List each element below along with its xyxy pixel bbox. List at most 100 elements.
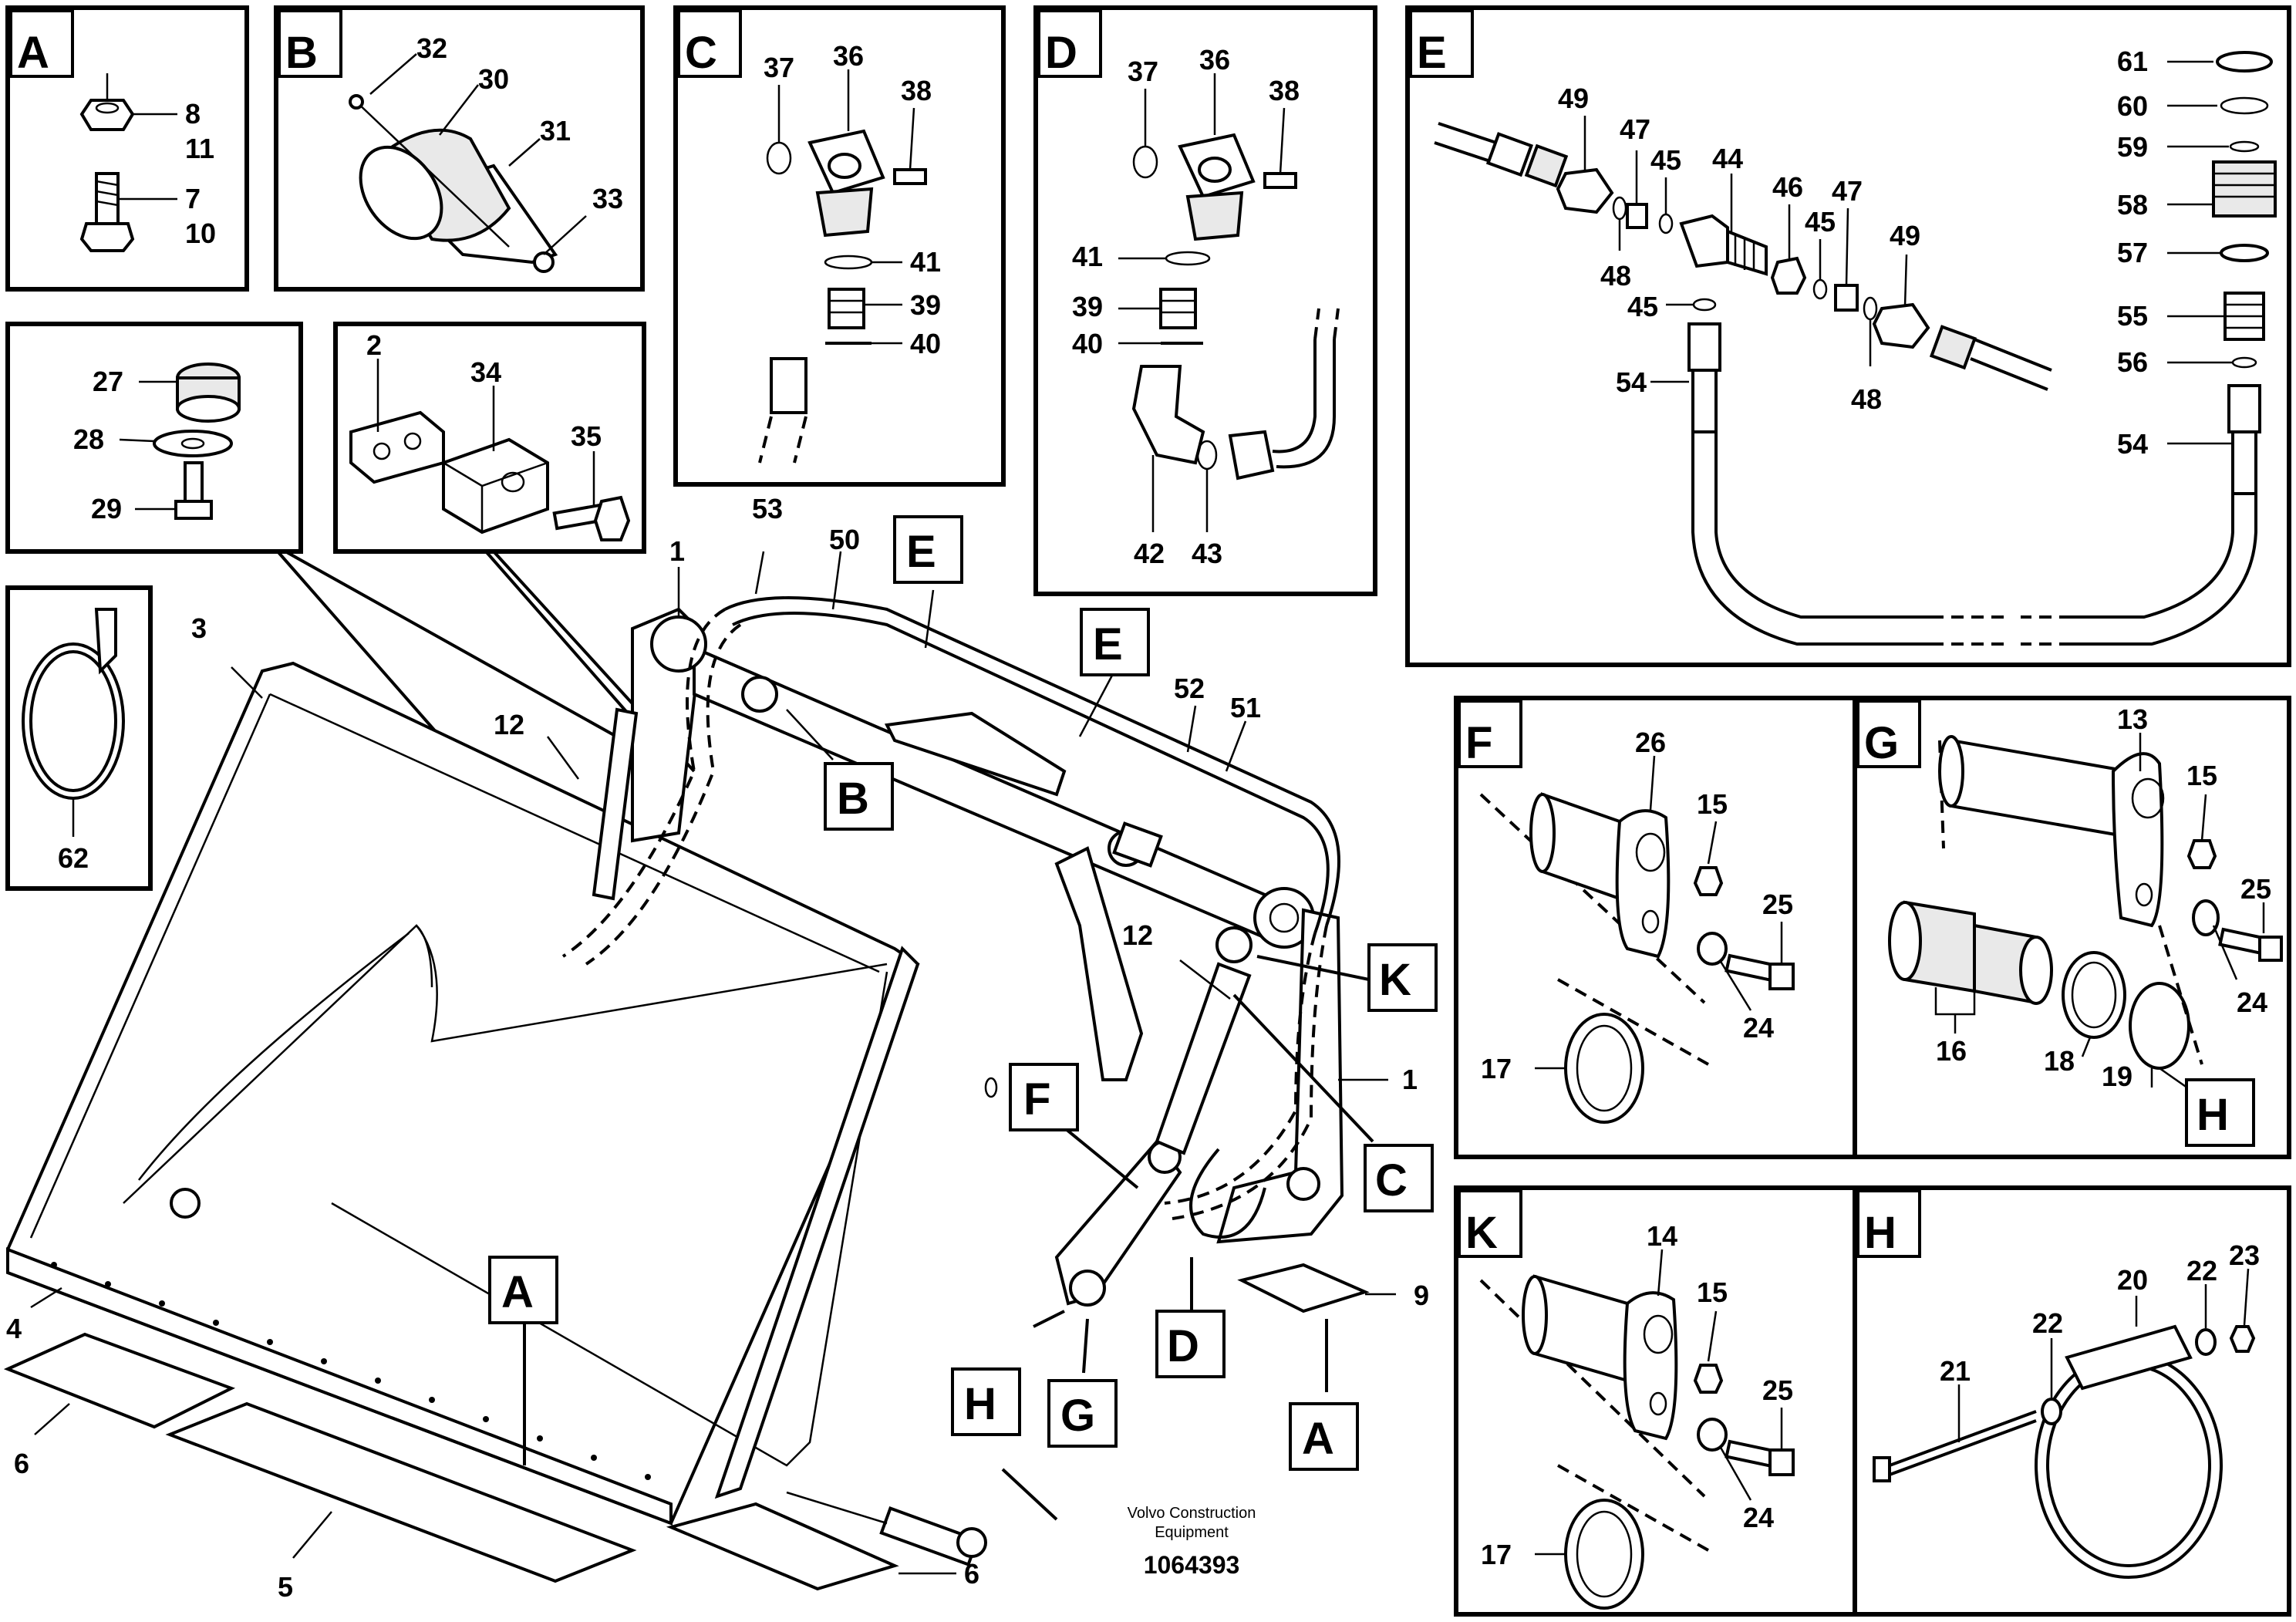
label-40: 40: [1072, 328, 1103, 359]
cutting-edge-holes: [51, 1262, 651, 1480]
label-56: 56: [2117, 346, 2148, 378]
label-9: 9: [1414, 1280, 1429, 1311]
panel-d-letter: D: [1045, 28, 1077, 78]
label-22: 22: [2032, 1307, 2063, 1339]
panel-h: H 23 22 20 22 21: [1853, 1185, 2291, 1617]
panel-k-letter: K: [1465, 1208, 1498, 1258]
label-7: 7: [185, 183, 201, 214]
label-37: 37: [764, 52, 794, 83]
panel-tie: 62: [5, 585, 153, 891]
label-36: 36: [833, 40, 864, 72]
label-25: 25: [1762, 889, 1793, 920]
label-2: 2: [366, 329, 382, 361]
panel-c: C 37 36 38 41 39 40: [673, 5, 1006, 487]
label-17: 17: [1481, 1539, 1512, 1570]
panel-cap: 27 28 29: [5, 322, 303, 554]
panel-clamp: 2 34 35: [333, 322, 646, 554]
callout-h: H: [964, 1379, 996, 1429]
footer: Volvo Construction Equipment 1064393: [1128, 1505, 1256, 1579]
label-41: 41: [1072, 241, 1103, 272]
label-53: 53: [752, 493, 783, 524]
callout-e-1: E: [906, 527, 936, 577]
label-25: 25: [1762, 1374, 1793, 1406]
company-name-2: Equipment: [1155, 1524, 1229, 1541]
callout-d: D: [1167, 1321, 1199, 1371]
main-assembly: 3 12 1 53 50 52 51 12 1 4 6 5 6 9 E E B …: [3, 493, 1438, 1603]
label-14: 14: [1647, 1220, 1677, 1252]
label-36: 36: [1199, 44, 1230, 76]
callout-a-2: A: [1302, 1414, 1334, 1464]
label-1: 1: [1402, 1064, 1418, 1095]
label-22: 22: [2186, 1255, 2217, 1286]
callout-h-in-g: H: [2197, 1090, 2229, 1140]
label-39: 39: [1072, 291, 1103, 322]
label-61: 61: [2117, 46, 2148, 77]
panel-b: B 32 30 31 33: [274, 5, 645, 292]
callout-a-1: A: [501, 1267, 534, 1317]
drawing-number: 1064393: [1144, 1551, 1240, 1579]
label-44: 44: [1712, 143, 1743, 174]
label-47: 47: [1620, 113, 1650, 145]
panel-k: K 14 15 25 24 17: [1454, 1185, 1863, 1617]
label-4: 4: [6, 1313, 22, 1344]
callout-f: F: [1023, 1074, 1050, 1125]
label-23: 23: [2229, 1239, 2260, 1271]
label-33: 33: [592, 183, 623, 214]
label-49: 49: [1890, 220, 1920, 251]
label-31: 31: [540, 115, 571, 147]
label-26: 26: [1635, 727, 1666, 758]
panel-a-letter: A: [17, 28, 49, 78]
label-55: 55: [2117, 300, 2148, 332]
label-51: 51: [1230, 692, 1261, 723]
label-59: 59: [2117, 131, 2148, 163]
panel-f-letter: F: [1465, 718, 1492, 768]
label-48: 48: [1851, 383, 1882, 415]
label-19: 19: [2102, 1061, 2132, 1092]
label-42: 42: [1134, 538, 1165, 569]
label-16: 16: [1936, 1035, 1967, 1067]
label-62: 62: [58, 842, 89, 874]
label-32: 32: [416, 32, 447, 64]
label-15: 15: [1697, 788, 1728, 820]
label-49: 49: [1558, 83, 1589, 114]
label-5: 5: [278, 1571, 293, 1603]
label-54: 54: [2117, 428, 2148, 460]
callout-b: B: [837, 774, 869, 824]
label-28: 28: [73, 423, 104, 455]
label-29: 29: [91, 493, 122, 524]
panel-g: G 13 15 25 24 16 18 19: [1853, 696, 2291, 1159]
label-48: 48: [1600, 260, 1631, 292]
label-1: 1: [669, 535, 685, 567]
label-12: 12: [1122, 919, 1153, 951]
callout-k: K: [1379, 955, 1411, 1005]
panel-e: E: [1405, 5, 2291, 667]
panel-h-letter: H: [1864, 1208, 1896, 1258]
label-38: 38: [901, 75, 932, 106]
label-50: 50: [829, 524, 860, 555]
label-39: 39: [910, 289, 941, 321]
label-45: 45: [1627, 291, 1658, 322]
label-60: 60: [2117, 90, 2148, 122]
callout-e-2: E: [1093, 619, 1123, 669]
callout-c: C: [1375, 1155, 1408, 1206]
label-35: 35: [571, 420, 602, 452]
panel-f: F 26 15 25 24 17: [1454, 696, 1863, 1159]
panel-g-letter: G: [1864, 718, 1899, 768]
label-46: 46: [1772, 171, 1803, 203]
label-43: 43: [1192, 538, 1222, 569]
label-21: 21: [1940, 1355, 1971, 1387]
label-40: 40: [910, 328, 941, 359]
label-37: 37: [1128, 56, 1158, 87]
label-8: 8: [185, 98, 201, 130]
label-20: 20: [2117, 1264, 2148, 1296]
panel-e-letter: E: [1417, 28, 1447, 78]
label-12: 12: [494, 709, 524, 740]
company-name: Volvo Construction: [1128, 1505, 1256, 1522]
label-15: 15: [2186, 760, 2217, 791]
label-38: 38: [1269, 75, 1300, 106]
label-52: 52: [1174, 673, 1205, 704]
label-13: 13: [2117, 703, 2148, 735]
label-54: 54: [1616, 366, 1647, 398]
label-3: 3: [191, 612, 207, 644]
